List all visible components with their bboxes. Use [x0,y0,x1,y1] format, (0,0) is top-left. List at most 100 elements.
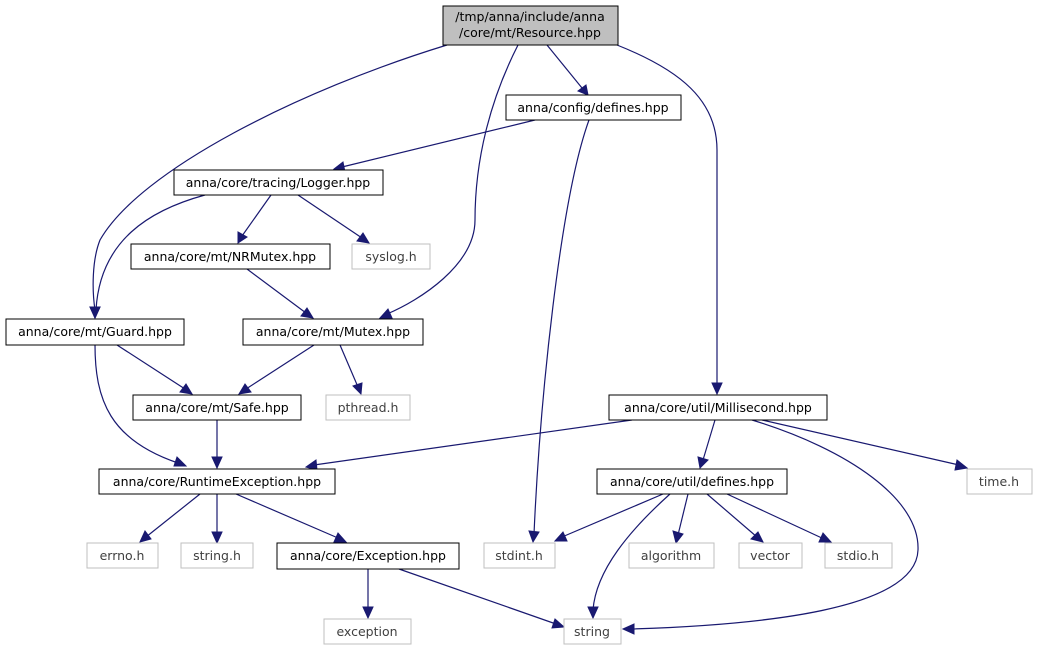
node-label: /tmp/anna/include/anna [455,9,604,24]
node-label: errno.h [100,548,145,563]
node-label: anna/core/mt/NRMutex.hpp [144,249,316,264]
edge-runtime-exception-to-exception-hpp [235,493,339,539]
edge-config-defines-to-stdint [533,119,590,535]
edge-millisecond-to-string [630,419,919,630]
arrowhead [300,307,314,319]
node-util-defines-hpp[interactable]: anna/core/util/defines.hpp [596,468,788,495]
arrowhead [954,459,969,471]
node-label: vector [750,548,791,563]
node-pthread-h[interactable]: pthread.h [325,394,411,421]
node-label: anna/core/mt/Guard.hpp [18,324,172,339]
edge-guard-to-safe [116,344,186,390]
arrowhead [179,383,193,395]
edge-util-defines-to-stdint [561,493,664,538]
edge-logger-to-syslog [297,194,363,239]
edge-nrmutex-to-mutex [246,268,307,314]
arrowhead [237,231,248,244]
edge-util-defines-to-string [592,493,671,611]
node-vector[interactable]: vector [738,542,803,569]
edge-logger-to-nrmutex [241,194,272,237]
node-label: algorithm [641,548,701,563]
node-label: /core/mt/Resource.hpp [459,25,601,40]
node-label: syslog.h [365,249,416,264]
node-mutex-hpp[interactable]: anna/core/mt/Mutex.hpp [242,318,424,346]
node-label: stdint.h [495,548,543,563]
node-syslog-h[interactable]: syslog.h [351,243,431,270]
arrowhead [553,531,568,542]
arrowhead [139,530,152,543]
edge-exception-hpp-to-string [398,568,557,625]
node-millisecond-hpp[interactable]: anna/core/util/Millisecond.hpp [608,394,828,421]
node-string-h[interactable]: string.h [180,542,254,569]
edge-mutex-to-pthread [339,344,359,388]
arrowhead [378,308,393,319]
node-label: string.h [193,548,241,563]
node-label: anna/core/util/Millisecond.hpp [624,400,812,415]
node-algorithm[interactable]: algorithm [628,542,715,569]
edge-resource-to-millisecond [616,44,718,385]
arrowhead [238,383,252,395]
arrowhead [356,232,370,244]
node-label: anna/core/RuntimeException.hpp [113,474,321,489]
arrowhead [362,606,374,620]
arrowhead [697,456,709,470]
node-runtime-exception-hpp[interactable]: anna/core/RuntimeException.hpp [98,468,336,495]
edge-resource-to-config-defines [546,44,583,89]
node-label: string [574,624,610,639]
node-nrmutex-hpp[interactable]: anna/core/mt/NRMutex.hpp [130,243,331,270]
node-label: stdio.h [837,548,879,563]
edge-util-defines-to-algorithm [677,493,689,536]
node-exception[interactable]: exception [323,618,412,645]
arrowhead [352,382,363,396]
edge-millisecond-to-runtime-exception [313,419,633,466]
node-errno-h[interactable]: errno.h [86,542,159,569]
arrowhead [211,456,223,470]
arrowhead [576,84,589,96]
node-label: anna/config/defines.hpp [517,100,668,115]
edge-runtime-exception-to-errno [145,493,201,538]
edge-config-defines-to-logger [341,119,536,168]
node-label: anna/core/mt/Mutex.hpp [256,324,410,339]
node-label: exception [336,624,397,639]
node-label: anna/core/mt/Safe.hpp [145,400,288,415]
edge-util-defines-to-stdio [726,493,825,540]
edge-resource-to-mutex [386,44,519,315]
arrowhead [587,606,599,620]
node-label: anna/core/Exception.hpp [290,548,446,563]
node-label: anna/core/tracing/Logger.hpp [186,175,371,190]
node-exception-hpp[interactable]: anna/core/Exception.hpp [276,542,460,570]
edge-millisecond-to-time [761,419,960,466]
arrowhead [551,618,566,629]
node-stdint-h[interactable]: stdint.h [483,542,556,569]
edge-logger-to-guard [95,194,206,311]
node-label: pthread.h [338,400,399,415]
arrowhead [333,532,348,543]
edge-resource-to-guard [92,44,448,311]
arrowhead [89,306,101,320]
edge-util-defines-to-vector [706,493,758,538]
nodes: /tmp/anna/include/anna /core/mt/Resource… [5,5,1033,645]
edge-millisecond-to-util-defines [702,419,716,461]
arrowhead [211,531,223,545]
arrowhead [672,530,684,545]
arrowhead [750,531,764,543]
edge-mutex-to-safe [245,344,315,390]
node-guard-hpp[interactable]: anna/core/mt/Guard.hpp [5,318,185,346]
node-logger-hpp[interactable]: anna/core/tracing/Logger.hpp [173,169,384,196]
arrowhead [173,456,188,467]
arrowhead [528,530,540,544]
arrowhead [818,532,833,543]
node-label: anna/core/util/defines.hpp [610,474,774,489]
edges [89,44,969,635]
arrowhead [711,382,723,396]
node-string[interactable]: string [563,618,622,645]
node-resource-hpp[interactable]: /tmp/anna/include/anna /core/mt/Resource… [442,5,619,46]
node-safe-hpp[interactable]: anna/core/mt/Safe.hpp [132,394,302,421]
node-config-defines-hpp[interactable]: anna/config/defines.hpp [505,94,682,121]
edge-guard-to-runtime-exception [94,344,179,464]
node-time-h[interactable]: time.h [966,468,1033,495]
node-label: time.h [979,474,1019,489]
arrowhead [621,623,635,635]
node-stdio-h[interactable]: stdio.h [824,542,893,569]
